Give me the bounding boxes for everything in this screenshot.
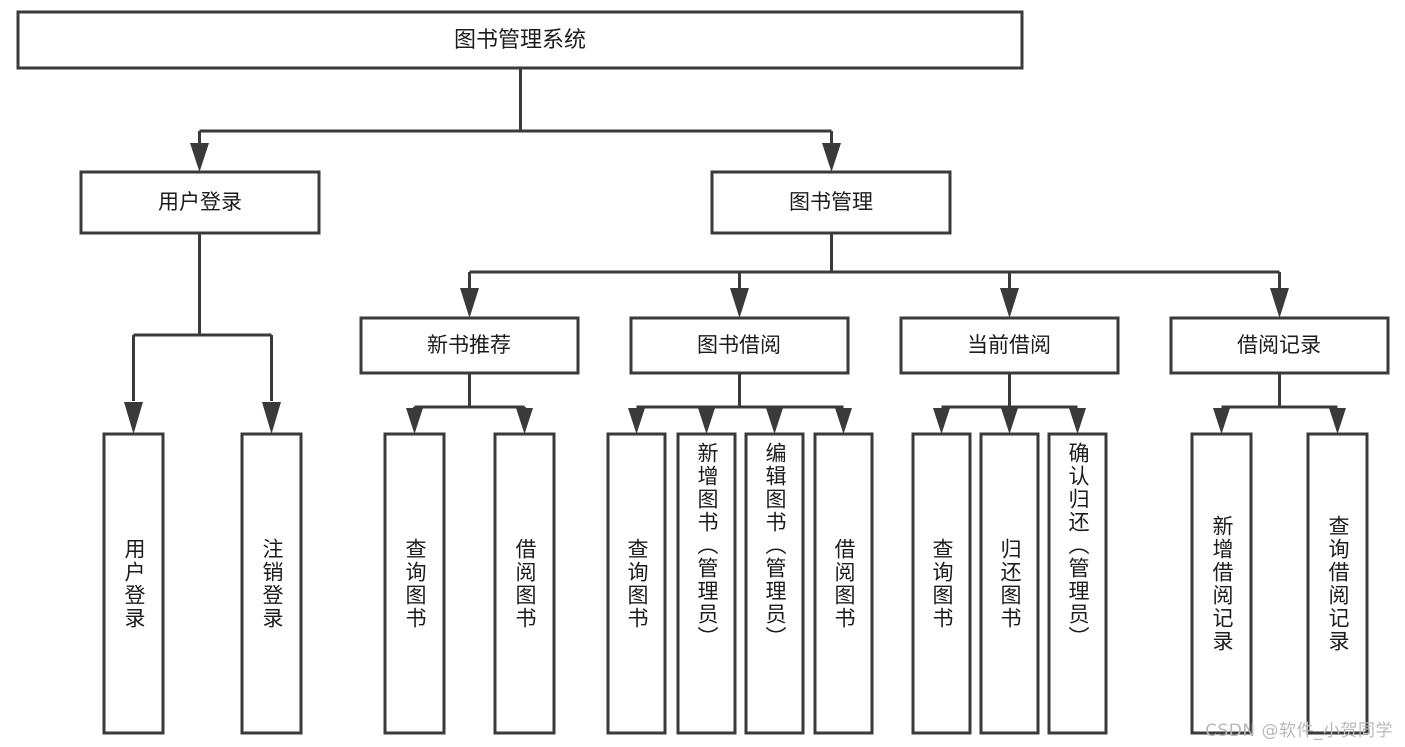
leaf-boxes-borrow-record [1190, 432, 1369, 735]
node-box-leaf-user-login[interactable] [102, 432, 165, 735]
node-box-leaf-query-book-2[interactable] [606, 432, 667, 735]
node-book-manage[interactable]: 图书管理 [710, 170, 952, 235]
node-box-leaf-borrow-book-2[interactable] [813, 432, 874, 735]
leaf-boxes-current-borrow [911, 432, 1108, 735]
node-root[interactable]: 图书管理系统 [16, 10, 1024, 70]
arrow-head-leaf-return-book [1001, 408, 1018, 434]
node-label-current-borrow: 当前借阅 [967, 333, 1051, 357]
node-label-borrow-record: 借阅记录 [1237, 333, 1321, 357]
arrow-head-leaf-borrow-book-2 [835, 408, 852, 434]
node-box-leaf-query-record[interactable] [1306, 432, 1369, 735]
arrow-head-current-borrow [1000, 288, 1019, 318]
connector-group-book-manage [460, 233, 1289, 318]
node-current-borrow[interactable]: 当前借阅 [899, 316, 1120, 375]
node-label-user-login: 用户登录 [158, 190, 242, 214]
node-box-leaf-query-book-1[interactable] [383, 432, 446, 735]
arrow-head-leaf-query-book-2 [628, 408, 645, 434]
node-label-book-borrow: 图书借阅 [697, 333, 781, 357]
leaf-boxes-new-book-recommend [383, 432, 556, 735]
node-box-leaf-add-record[interactable] [1190, 432, 1253, 735]
arrow-head-user-login [190, 143, 209, 172]
arrow-head-leaf-query-record [1329, 408, 1346, 434]
node-borrow-record[interactable]: 借阅记录 [1169, 316, 1390, 375]
arrow-head-borrow-record [1270, 288, 1289, 318]
node-box-leaf-query-book-3[interactable] [911, 432, 972, 735]
node-new-book-recommend[interactable]: 新书推荐 [359, 316, 580, 375]
node-label-root: 图书管理系统 [454, 28, 586, 53]
node-box-leaf-return-book[interactable] [979, 432, 1040, 735]
arrow-head-leaf-add-record [1213, 408, 1230, 434]
connector-group-user-login [124, 233, 281, 434]
arrow-head-leaf-query-book-1 [406, 408, 423, 434]
arrow-head-leaf-user-login [124, 402, 143, 434]
leaf-boxes-user-login [102, 432, 303, 735]
arrow-head-leaf-borrow-book-1 [516, 408, 533, 434]
node-box-leaf-add-book[interactable] [676, 432, 737, 735]
node-book-borrow[interactable]: 图书借阅 [629, 316, 850, 375]
node-box-user-login[interactable] [79, 170, 321, 235]
node-box-leaf-edit-book[interactable] [744, 432, 805, 735]
arrow-head-leaf-edit-book [766, 408, 783, 434]
arrow-head-leaf-confirm-return [1069, 408, 1086, 434]
node-box-book-manage[interactable] [710, 170, 952, 235]
arrow-head-new-book-recommend [460, 288, 479, 318]
connector-group-book-borrow [628, 373, 852, 434]
connector-group-root [190, 68, 841, 172]
arrow-head-leaf-logout [262, 402, 281, 434]
node-box-borrow-record[interactable] [1169, 316, 1390, 375]
node-box-leaf-borrow-book-1[interactable] [493, 432, 556, 735]
node-label-new-book-recommend: 新书推荐 [427, 333, 511, 357]
node-box-book-borrow[interactable] [629, 316, 850, 375]
arrow-head-leaf-query-book-3 [933, 408, 950, 434]
node-label-book-manage: 图书管理 [789, 190, 873, 214]
arrow-head-book-borrow [730, 288, 749, 318]
node-user-login[interactable]: 用户登录 [79, 170, 321, 235]
connector-group-borrow-record [1213, 373, 1346, 434]
leaf-boxes-book-borrow [606, 432, 874, 735]
node-box-new-book-recommend[interactable] [359, 316, 580, 375]
node-box-root[interactable] [16, 10, 1024, 70]
connector-group-new-book-recommend [406, 373, 533, 434]
connector-group-current-borrow [933, 373, 1086, 434]
node-box-leaf-confirm-return[interactable] [1047, 432, 1108, 735]
node-box-current-borrow[interactable] [899, 316, 1120, 375]
arrow-head-book-manage [822, 143, 841, 172]
arrow-head-leaf-add-book [698, 408, 715, 434]
node-box-leaf-logout[interactable] [240, 432, 303, 735]
